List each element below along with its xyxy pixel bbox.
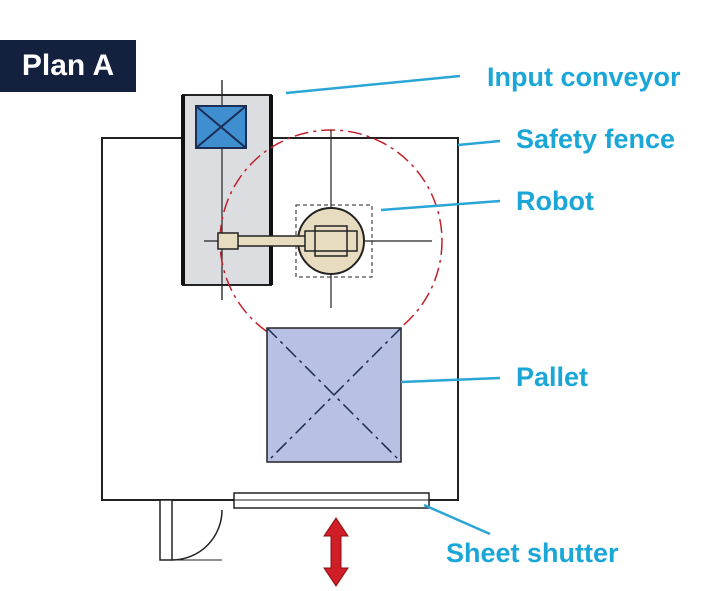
plan-badge: Plan A <box>0 40 136 92</box>
input-conveyor <box>181 80 273 300</box>
label-robot: Robot <box>516 186 594 216</box>
leader-safety-fence <box>457 139 501 147</box>
leader-lines <box>285 74 501 536</box>
label-input-conveyor: Input conveyor <box>487 62 681 92</box>
leader-input-conveyor <box>285 74 461 95</box>
leader-pallet <box>400 376 501 384</box>
swing-door-icon <box>159 499 223 561</box>
pallet <box>266 327 402 463</box>
double-arrow-icon <box>323 517 349 587</box>
leader-robot <box>380 199 501 212</box>
sheet-shutter <box>233 492 430 509</box>
label-pallet: Pallet <box>516 362 589 392</box>
workpiece-box <box>195 105 247 149</box>
label-safety-fence: Safety fence <box>516 124 676 154</box>
robot <box>204 130 432 308</box>
label-sheet-shutter: Sheet shutter <box>446 538 619 568</box>
leader-sheet-shutter <box>423 503 491 536</box>
